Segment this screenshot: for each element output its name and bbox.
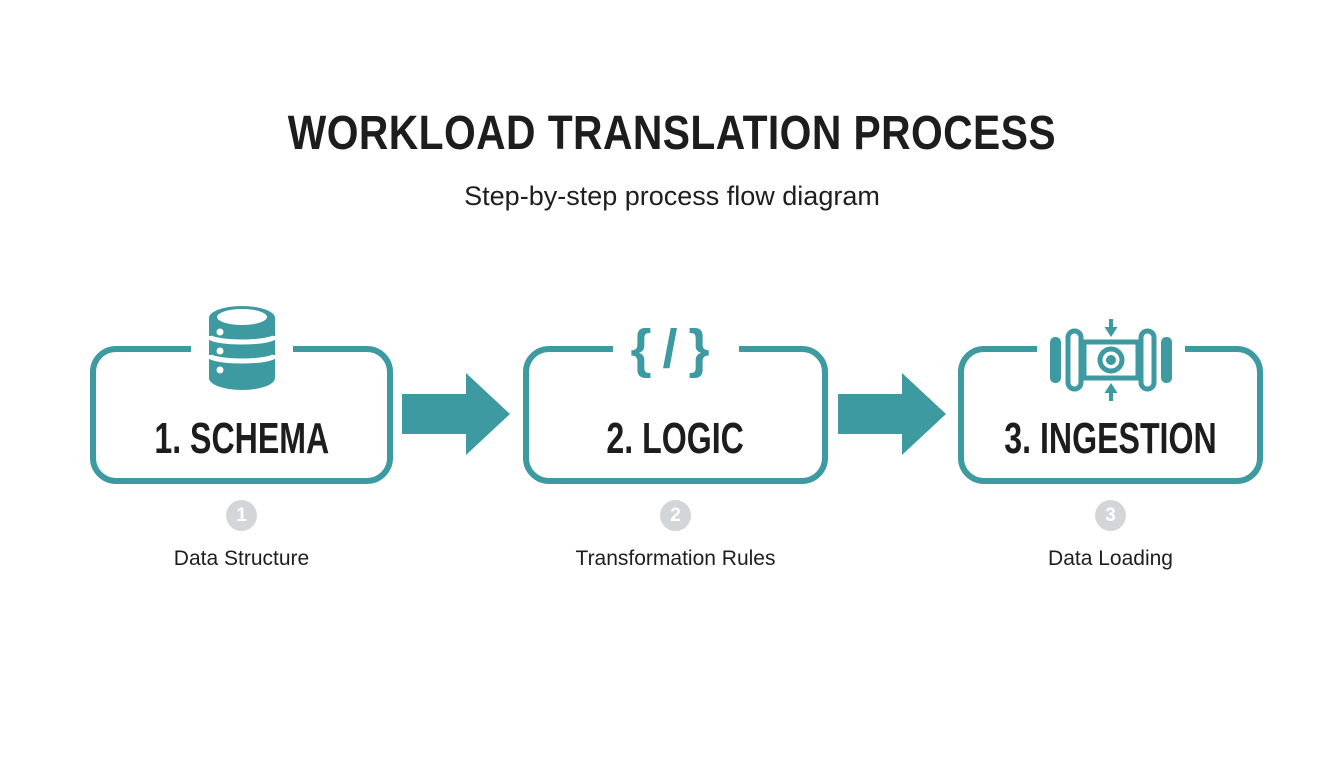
flow-arrow-icon (838, 373, 946, 455)
database-icon (190, 305, 293, 391)
step-title-text: 3. INGESTION (1004, 414, 1217, 463)
step-title: 1. SCHEMA (96, 416, 387, 462)
step-box-logic: {/} 2. LOGIC (523, 322, 828, 484)
code-icon: {/} (612, 319, 739, 379)
step-caption: Data Loading (1048, 547, 1173, 570)
code-icon-glyph: {/} (630, 319, 721, 379)
page-title: WORKLOAD TRANSLATION PROCESS (0, 106, 1344, 162)
step-title-text: 1. SCHEMA (154, 414, 329, 463)
step-title: 3. INGESTION (964, 416, 1257, 462)
page-title-text: WORKLOAD TRANSLATION PROCESS (287, 107, 1057, 160)
step-caption: Data Structure (173, 547, 310, 570)
page-subtitle: Step-by-step process flow diagram (464, 181, 880, 211)
step-box-schema: 1. SCHEMA (90, 305, 393, 484)
step-title-text: 2. LOGIC (606, 414, 745, 463)
step-number-badge: 1 (226, 500, 257, 531)
step-box-ingestion: 3. INGESTION (958, 318, 1263, 484)
flow-arrow-icon (402, 373, 510, 455)
step-number-badge: 2 (660, 500, 691, 531)
pipe-icon (1036, 318, 1185, 402)
step-caption: Transformation Rules (575, 547, 776, 570)
step-title: 2. LOGIC (529, 416, 822, 462)
step-number-badge: 3 (1095, 500, 1126, 531)
